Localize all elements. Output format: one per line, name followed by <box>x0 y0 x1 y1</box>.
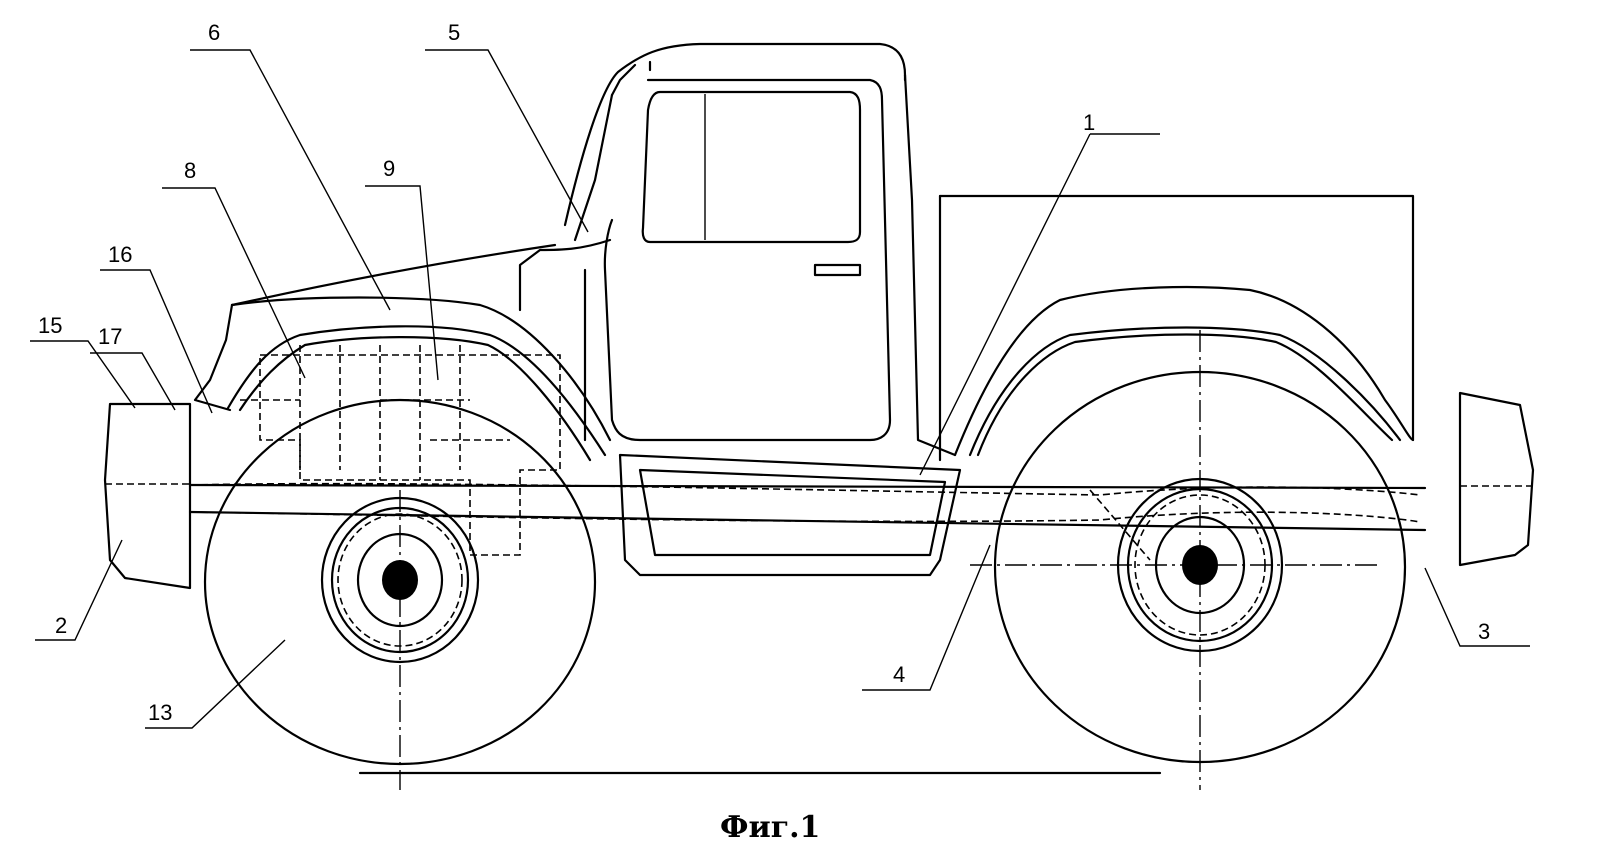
label-3: 3 <box>1478 619 1490 644</box>
rear-body <box>938 194 1415 462</box>
label-4: 4 <box>893 662 905 687</box>
rear-wheel <box>993 330 1407 790</box>
figure-caption: Фиг.1 <box>720 810 820 845</box>
engine-outline <box>240 345 561 556</box>
label-15: 15 <box>38 313 62 338</box>
label-16: 16 <box>108 242 132 267</box>
front-wheel <box>203 398 597 790</box>
label-1: 1 <box>1083 110 1095 135</box>
label-9: 9 <box>383 156 395 181</box>
frame <box>188 453 1427 577</box>
leader-lines <box>30 49 1530 729</box>
bumpers <box>103 391 1535 590</box>
label-13: 13 <box>148 700 172 725</box>
label-5: 5 <box>448 20 460 45</box>
label-17: 17 <box>98 324 122 349</box>
label-2: 2 <box>55 613 67 638</box>
label-8: 8 <box>184 158 196 183</box>
hood <box>193 243 612 462</box>
cab <box>518 42 957 457</box>
label-6: 6 <box>208 20 220 45</box>
